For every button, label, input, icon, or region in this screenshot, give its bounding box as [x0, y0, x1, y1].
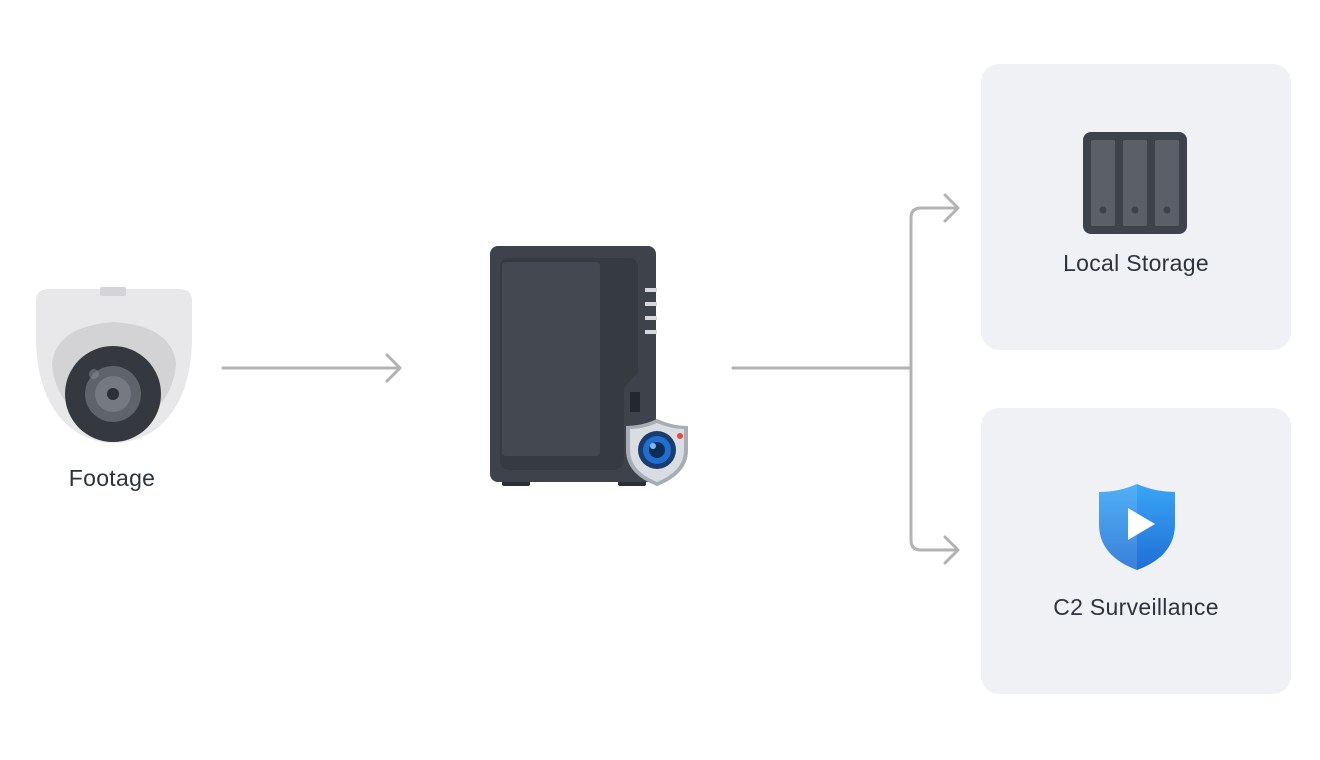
arrow-to-c2-head: [943, 535, 960, 565]
camera-label: Footage: [68, 465, 156, 491]
local-storage-card: Local Storage: [981, 64, 1291, 350]
arrow-camera-to-nas-head: [385, 353, 402, 383]
nas-node: [488, 244, 694, 490]
branch-vertical-line: [909, 206, 923, 552]
dome-camera-icon: [36, 287, 192, 443]
c2-surveillance-label: C2 Surveillance: [1053, 594, 1219, 620]
c2-surveillance-shield-icon: [1099, 484, 1175, 570]
surveillance-shield-icon: [626, 419, 688, 486]
drive-bays-icon: [1083, 132, 1187, 234]
local-storage-label: Local Storage: [1063, 250, 1209, 276]
nas-server-icon: [490, 246, 657, 486]
camera-node: Footage: [20, 280, 210, 500]
arrow-to-local-storage-head: [943, 193, 960, 223]
c2-surveillance-card: C2 Surveillance: [981, 408, 1291, 694]
